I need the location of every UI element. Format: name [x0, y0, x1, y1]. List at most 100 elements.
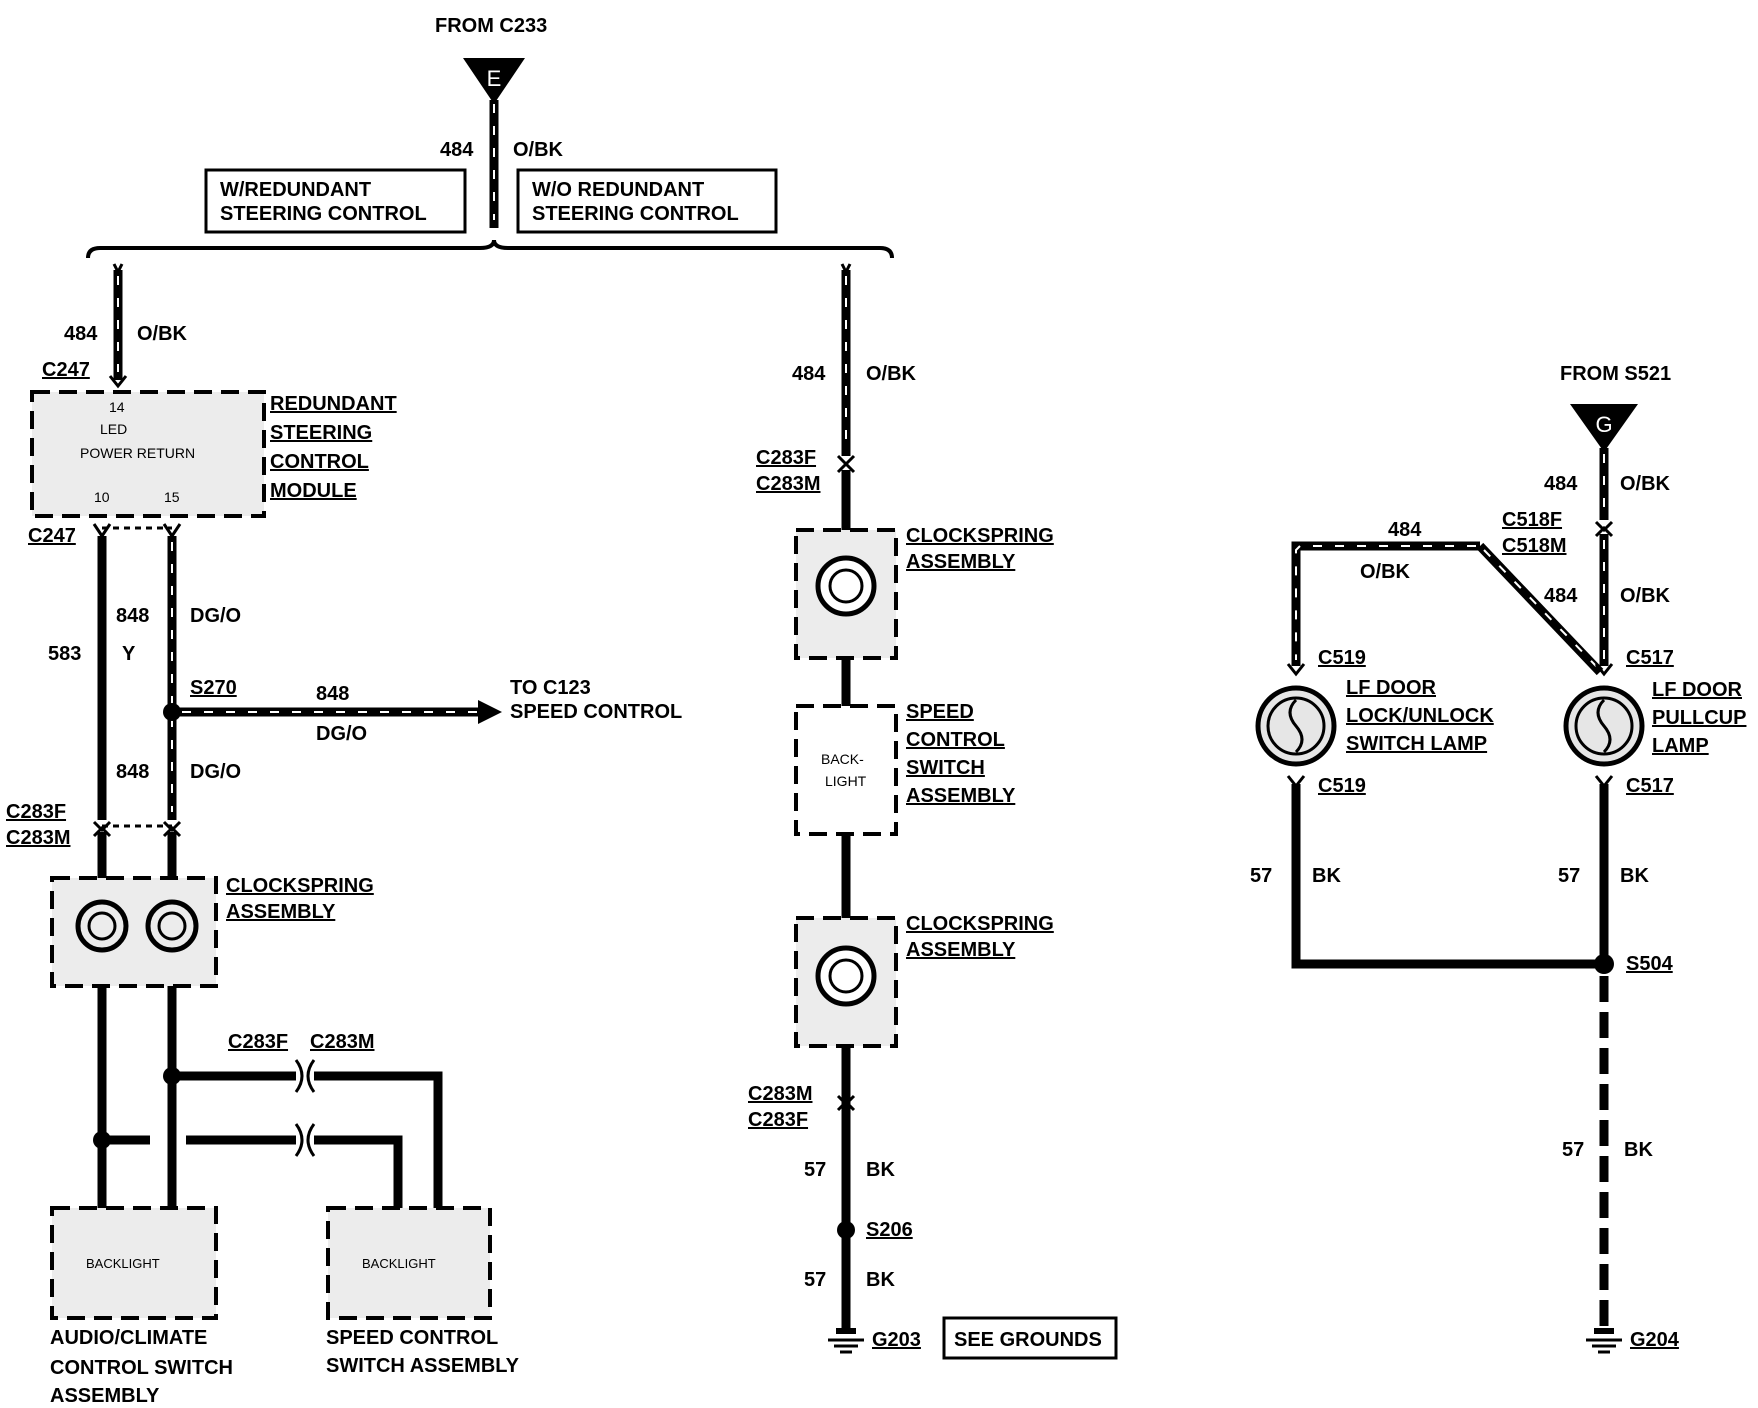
- s504-splice: [1594, 954, 1614, 974]
- c247-top-label: C247: [42, 359, 90, 381]
- ground-g204-icon: [1586, 1328, 1622, 1354]
- svg-text:G: G: [1595, 412, 1612, 437]
- clockspring-left-coil-2-icon: [145, 899, 199, 953]
- circuit-484-left-label: 484: [64, 323, 98, 345]
- rscm-pin-10: 10: [94, 489, 110, 505]
- without-redundant-line2: STEERING CONTROL: [532, 203, 739, 225]
- ground-g203-icon: [828, 1328, 864, 1354]
- connector-e-flag: E: [463, 58, 525, 104]
- rscm-name-4: MODULE: [270, 480, 357, 502]
- c283m-middle-lower-label: C283M: [748, 1083, 812, 1105]
- c283m-lower-label: C283M: [310, 1031, 374, 1053]
- clockspring-middle-1-name-2: ASSEMBLY: [906, 551, 1016, 573]
- c517-top-label: C517: [1626, 647, 1674, 669]
- audio-climate-backlight: [50, 1206, 218, 1320]
- color-dgo-branch-label: DG/O: [316, 723, 367, 745]
- circuit-484-right-label: 484: [1544, 473, 1578, 495]
- lf-door-lock-lamp-icon: [1255, 685, 1337, 767]
- rscm-name-3: CONTROL: [270, 451, 369, 473]
- backlight-split-2: LIGHT: [825, 773, 867, 789]
- lf-door-pullcup-name-3: LAMP: [1652, 735, 1709, 757]
- from-s521-label: FROM S521: [1560, 363, 1671, 385]
- speed-control-name-2: CONTROL: [906, 729, 1005, 751]
- circuit-484-label: 484: [440, 139, 474, 161]
- c518m-label: C518M: [1502, 535, 1566, 557]
- speed-switch-backlight-label: BACKLIGHT: [362, 1256, 436, 1271]
- speed-control-name-1: SPEED: [906, 701, 974, 723]
- audio-climate-name-3: ASSEMBLY: [50, 1385, 160, 1407]
- to-c123-line1: TO C123: [510, 677, 591, 699]
- rscm-name-2: STEERING: [270, 422, 372, 444]
- audio-climate-name-2: CONTROL SWITCH: [50, 1357, 233, 1379]
- c247-bottom-label: C247: [28, 525, 76, 547]
- c517-bottom-label: C517: [1626, 775, 1674, 797]
- circuit-57-pullcup-label: 57: [1558, 865, 1580, 887]
- g204-label: G204: [1630, 1329, 1680, 1351]
- s504-label: S504: [1626, 953, 1674, 975]
- color-obk-lock-label: O/BK: [1360, 561, 1411, 583]
- color-obk-pullcup-label: O/BK: [1620, 585, 1671, 607]
- clockspring-left-name-1: CLOCKSPRING: [226, 875, 374, 897]
- wire-484-lock-lamp: [1291, 541, 1480, 666]
- to-c123-line2: SPEED CONTROL: [510, 701, 682, 723]
- wire-57-lock-lamp: [1291, 784, 1604, 969]
- color-obk-right-label: O/BK: [1620, 473, 1671, 495]
- color-obk-middle-label: O/BK: [866, 363, 917, 385]
- rscm-led-label: LED: [100, 421, 127, 437]
- g203-label: G203: [872, 1329, 921, 1351]
- speed-control-switch-assembly-name-2: SWITCH ASSEMBLY: [326, 1355, 520, 1377]
- backlight-split-1: BACK-: [821, 751, 864, 767]
- lf-door-pullcup-name-2: PULLCUP: [1652, 707, 1746, 729]
- rscm-pin-14: 14: [109, 399, 125, 415]
- clockspring-left-coil-1-icon: [75, 899, 129, 953]
- circuit-848-lower-label: 848: [116, 761, 149, 783]
- circuit-57-middle-upper-label: 57: [804, 1159, 826, 1181]
- c283m-middle-label: C283M: [756, 473, 820, 495]
- wire-484-diagonal: [1476, 542, 1604, 676]
- lf-door-pullcup-lamp-icon: [1563, 685, 1645, 767]
- color-bk-middle-lower-label: BK: [866, 1269, 895, 1291]
- with-redundant-line2: STEERING CONTROL: [220, 203, 427, 225]
- speed-control-switch-backlight: [326, 1206, 492, 1320]
- circuit-484-pullcup-label: 484: [1544, 585, 1578, 607]
- clockspring-middle-2-name-2: ASSEMBLY: [906, 939, 1016, 961]
- with-redundant-box: [204, 168, 467, 234]
- s270-label: S270: [190, 677, 237, 699]
- connector-g-flag: G: [1570, 404, 1638, 452]
- color-bk-pullcup-label: BK: [1620, 865, 1649, 887]
- lf-door-lock-name-1: LF DOOR: [1346, 677, 1437, 699]
- circuit-57-g204-label: 57: [1562, 1139, 1584, 1161]
- option-brace: [86, 239, 894, 259]
- rscm-pin-15: 15: [164, 489, 180, 505]
- without-redundant-box: [516, 168, 778, 234]
- c283f-left-label: C283F: [6, 801, 66, 823]
- audio-climate-backlight-label: BACKLIGHT: [86, 1256, 160, 1271]
- c519-top-label: C519: [1318, 647, 1366, 669]
- see-grounds-box[interactable]: [942, 1316, 1118, 1360]
- redundant-steering-control-module: [30, 390, 266, 518]
- svg-text:E: E: [487, 66, 502, 91]
- color-bk-middle-upper-label: BK: [866, 1159, 895, 1181]
- color-dgo-upper-label: DG/O: [190, 605, 241, 627]
- circuit-57-middle-lower-label: 57: [804, 1269, 826, 1291]
- see-grounds-label: SEE GROUNDS: [954, 1329, 1102, 1351]
- clockspring-middle-1-name-1: CLOCKSPRING: [906, 525, 1054, 547]
- circuit-484-middle-label: 484: [792, 363, 826, 385]
- from-c233-label: FROM C233: [435, 15, 547, 37]
- c283m-left-label: C283M: [6, 827, 70, 849]
- clockspring-left-name-2: ASSEMBLY: [226, 901, 336, 923]
- color-y-label: Y: [122, 643, 136, 665]
- circuit-484-lock-label: 484: [1388, 519, 1422, 541]
- circuit-848-branch-label: 848: [316, 683, 349, 705]
- c283f-lower-label: C283F: [228, 1031, 288, 1053]
- clockspring-middle-1-coil-icon: [815, 555, 877, 617]
- speed-control-switch-assembly-name-1: SPEED CONTROL: [326, 1327, 498, 1349]
- color-dgo-lower-label: DG/O: [190, 761, 241, 783]
- lf-door-lock-name-2: LOCK/UNLOCK: [1346, 705, 1494, 727]
- speed-control-name-4: ASSEMBLY: [906, 785, 1016, 807]
- color-obk-label: O/BK: [513, 139, 564, 161]
- rscm-name-1: REDUNDANT: [270, 393, 397, 415]
- audio-climate-name-1: AUDIO/CLIMATE: [50, 1327, 207, 1349]
- color-bk-lock-label: BK: [1312, 865, 1341, 887]
